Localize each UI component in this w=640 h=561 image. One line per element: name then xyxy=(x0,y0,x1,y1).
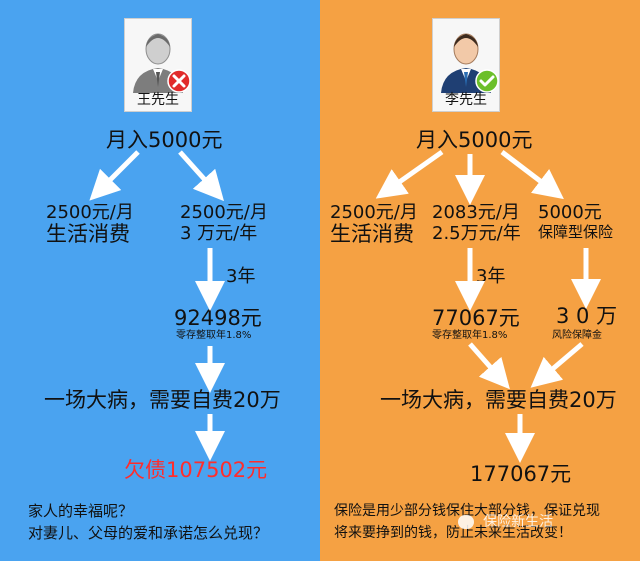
duration-label: 3年 xyxy=(226,266,256,287)
branch-b-amount: 2083元/月 xyxy=(432,202,520,223)
left-panel: 王先生 月入5000元 2500元/月 生活消费 2500元/月 3 万元/年 … xyxy=(0,0,320,561)
result-total: 177067元 xyxy=(470,462,572,486)
income-label: 月入5000元 xyxy=(106,128,223,152)
watermark: 保险新生活 xyxy=(458,511,553,531)
branch-a-label: 生活消费 xyxy=(330,222,414,246)
branch-a-amount: 2500元/月 xyxy=(330,202,418,223)
watermark-text: 保险新生活 xyxy=(483,514,554,530)
arrow-total-to-event xyxy=(468,342,510,390)
event-label: 一场大病，需要自费20万 xyxy=(380,388,617,412)
event-label: 一场大病，需要自费20万 xyxy=(44,388,281,412)
arrow-income-to-insurance xyxy=(500,150,564,200)
arrow-income-to-consume xyxy=(375,149,444,199)
left-flow-arrows xyxy=(89,150,225,461)
savings-note: 零存整取年1.8% xyxy=(432,330,508,341)
coverage-note: 风险保障金 xyxy=(552,330,602,341)
right-flow-arrows xyxy=(375,149,601,463)
person-name: 王先生 xyxy=(137,92,179,108)
branch-a-amount: 2500元/月 xyxy=(46,202,134,223)
check-mark-icon xyxy=(475,69,499,93)
branch-b-amount: 2500元/月 xyxy=(180,202,268,223)
question-2: 对妻儿、父母的爱和承诺怎么兑现？ xyxy=(28,524,269,542)
right-panel: 李先生 月入5000元 2500元/月 生活消费 2083元/月 2.5万元/年… xyxy=(320,0,640,561)
summary-1: 保险是用少部分钱保住大部分钱，保证兑现 xyxy=(334,503,600,519)
branch-b-label: 3 万元/年 xyxy=(180,223,258,244)
income-label: 月入5000元 xyxy=(416,128,533,152)
summary-2: 将来要挣到的钱，防止未来生活改变！ xyxy=(334,525,572,541)
branch-c-label: 保障型保险 xyxy=(538,223,614,241)
arrow-coverage-to-event xyxy=(530,342,584,388)
arrow-income-to-save xyxy=(178,150,225,202)
cross-mark-icon xyxy=(167,69,191,93)
person-name: 李先生 xyxy=(445,92,487,108)
branch-c-amount: 5000元 xyxy=(538,202,602,223)
chat-bubble-icon xyxy=(458,514,474,529)
question-1: 家人的幸福呢？ xyxy=(28,502,134,520)
avatar-li: 李先生 xyxy=(432,18,500,112)
branch-b-label: 2.5万元/年 xyxy=(432,223,521,244)
result-debt: 欠债107502元 xyxy=(124,458,268,482)
arrow-income-to-consume xyxy=(89,150,140,201)
savings-note: 零存整取年1.8% xyxy=(176,330,252,341)
branch-a-label: 生活消费 xyxy=(46,222,130,246)
avatar-wang: 王先生 xyxy=(124,18,192,112)
